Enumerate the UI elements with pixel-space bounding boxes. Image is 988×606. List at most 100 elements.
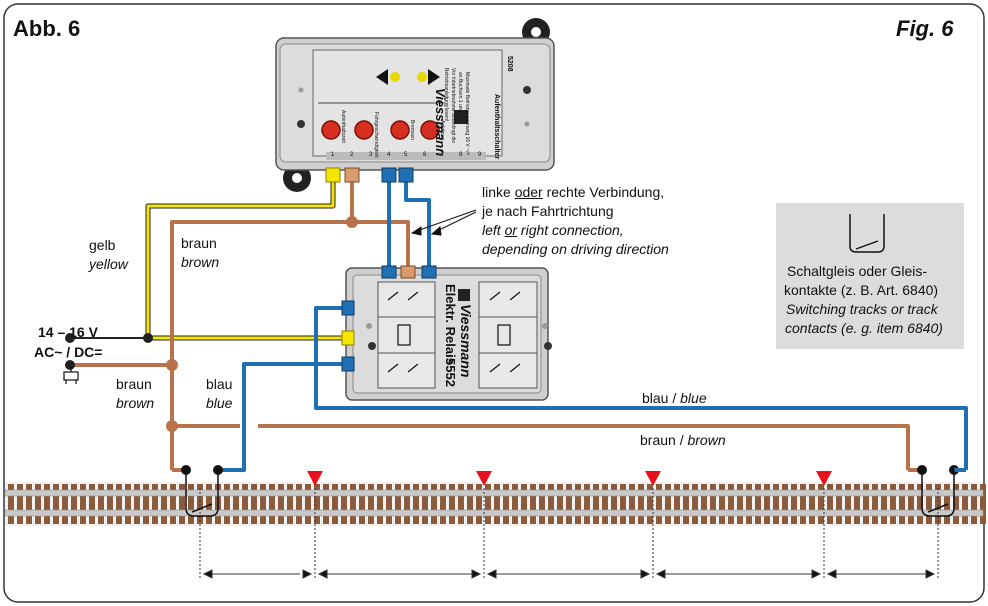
track-tie [431, 484, 437, 524]
relay-module [341, 265, 552, 401]
track-tie [611, 484, 617, 524]
terminal-7: 7 [441, 152, 445, 158]
rail-bottom [4, 509, 984, 517]
legend-de-1: Schaltgleis oder Gleis- [787, 263, 928, 279]
blue-wire-track-left [218, 362, 350, 472]
track [4, 482, 986, 526]
junctions [65, 216, 966, 475]
track-tie [647, 484, 653, 524]
track-tie [422, 484, 428, 524]
brown-wire [170, 180, 354, 470]
track-tie [890, 484, 896, 524]
decoder-spec-3: Vor Inbetriebnahme unbedingt die [450, 68, 456, 144]
terminal-3: 3 [369, 152, 373, 158]
track-tie [899, 484, 905, 524]
label-brown2-en: brown [116, 395, 155, 411]
track-tie [845, 484, 851, 524]
track-tie [440, 484, 446, 524]
annotation-line-3: left or right connection, [482, 222, 624, 238]
decoder-spec-1: Maximale Betriebsspannung 16 V ~/= [464, 72, 470, 156]
track-tie [125, 484, 131, 524]
track-tie [656, 484, 662, 524]
track-tie [584, 484, 590, 524]
track-tie [791, 484, 797, 524]
track-tie [566, 484, 572, 524]
track-tie [251, 484, 257, 524]
track-tie [872, 484, 878, 524]
track-tie [863, 484, 869, 524]
track-tie [269, 484, 275, 524]
track-tie [494, 484, 500, 524]
brown-wire-to-relay [352, 220, 410, 268]
track-tie [809, 484, 815, 524]
track-tie [278, 484, 284, 524]
dimension-lines [199, 488, 939, 580]
signal-marker [307, 471, 323, 486]
terminal-2: 2 [350, 152, 354, 158]
track-tie [206, 484, 212, 524]
relay-model: 5552 [443, 358, 458, 387]
track-tie [764, 484, 770, 524]
track-tie [908, 484, 914, 524]
track-tie [233, 484, 239, 524]
track-tie [116, 484, 122, 524]
label-blue-en: blue [206, 395, 233, 411]
track-tie [242, 484, 248, 524]
track-tie [881, 484, 887, 524]
signal-marker [476, 471, 492, 486]
track-tie [296, 484, 302, 524]
left-arrow-icon [376, 69, 388, 85]
decoder-spec-2: an Buchsen 1 und 2 [457, 72, 463, 117]
track-tie [557, 484, 563, 524]
decoder-module [275, 18, 555, 192]
track-tie [710, 484, 716, 524]
track-tie [836, 484, 842, 524]
track-tie [827, 484, 833, 524]
annotation-pointers [410, 209, 477, 236]
track-tie [377, 484, 383, 524]
track-tie [89, 484, 95, 524]
track-tie [458, 484, 464, 524]
knob-label-2: Fahrgeschwindigkeit [373, 112, 379, 158]
track-tie [98, 484, 104, 524]
track-tie [170, 484, 176, 524]
track-tie [575, 484, 581, 524]
terminal-6: 6 [423, 152, 427, 158]
track-tie [44, 484, 50, 524]
track-tie [530, 484, 536, 524]
track-tie [701, 484, 707, 524]
decoder-model: 5208 [506, 56, 513, 72]
legend-box [776, 203, 964, 349]
legend-en-2: contacts (e. g. item 6840) [785, 320, 943, 336]
track-tie [962, 484, 968, 524]
track-tie [602, 484, 608, 524]
track-tie [773, 484, 779, 524]
track-tie [449, 484, 455, 524]
track-tie [593, 484, 599, 524]
label-yellow-de: gelb [89, 237, 116, 253]
track-tie [413, 484, 419, 524]
terminal-strip [326, 152, 486, 160]
wires [70, 180, 968, 472]
track-tie [17, 484, 23, 524]
track-contact-right [921, 470, 955, 517]
track-tie [755, 484, 761, 524]
track-tie [638, 484, 644, 524]
track-tie [332, 484, 338, 524]
knobs [321, 120, 440, 140]
track-tie [818, 484, 824, 524]
section-markers [307, 471, 832, 486]
track-tie [53, 484, 59, 524]
track-tie [404, 484, 410, 524]
rail-top [4, 489, 984, 497]
track-tie [26, 484, 32, 524]
track-tie [476, 484, 482, 524]
label-yellow-en: yellow [89, 256, 128, 272]
label-brown-de: braun [181, 235, 217, 251]
switch-track-icon [849, 214, 885, 253]
track-tie [683, 484, 689, 524]
track-tie [485, 484, 491, 524]
track-tie [620, 484, 626, 524]
terminal-8: 8 [459, 152, 463, 158]
